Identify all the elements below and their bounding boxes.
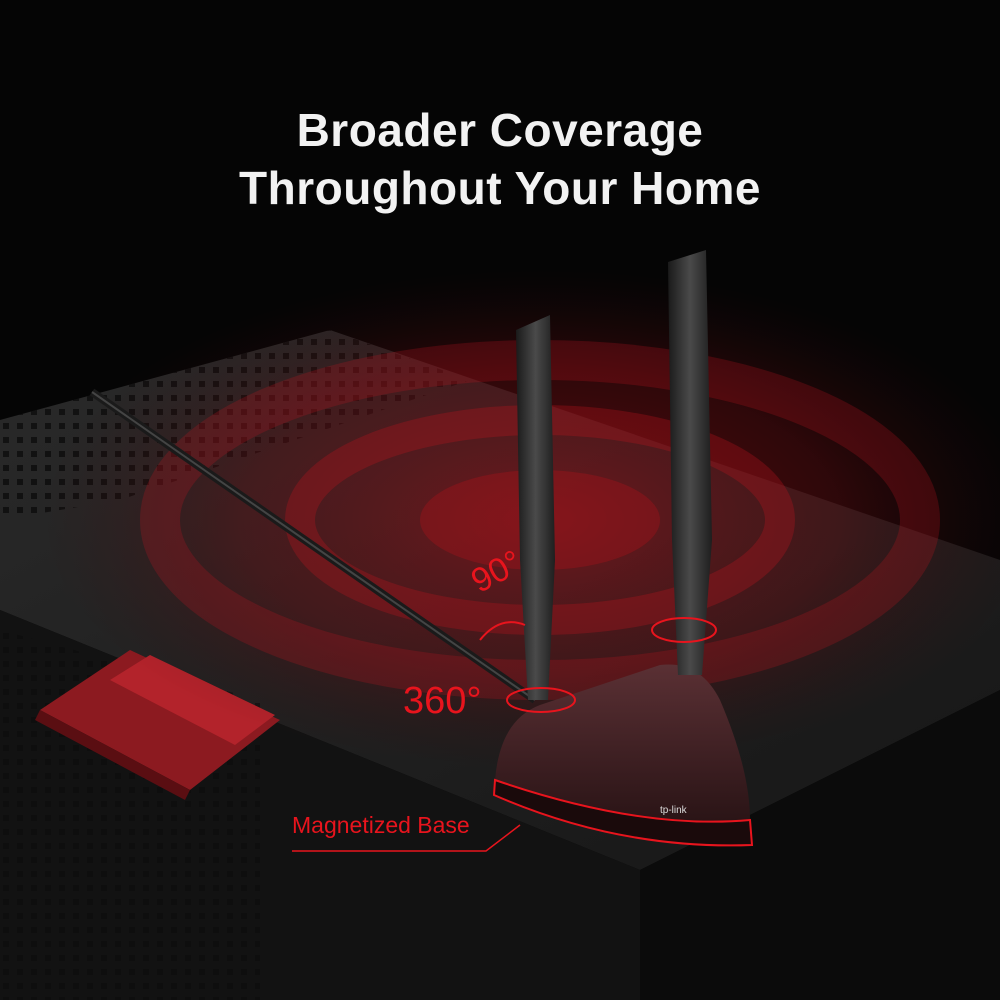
magnetic-base: tp-link xyxy=(492,664,754,847)
tilt-arc-icon xyxy=(479,621,526,641)
callout-leader-line xyxy=(292,824,521,852)
antenna-short xyxy=(506,315,576,713)
rotate-callout: 360° xyxy=(403,680,482,722)
pcie-wifi-card xyxy=(35,650,280,800)
antenna-tall xyxy=(651,250,717,675)
rotate-ring-icon xyxy=(651,617,717,643)
antenna-cable xyxy=(89,388,538,704)
headline-line-2: Throughout Your Home xyxy=(239,162,761,214)
headline-line-1: Broader Coverage xyxy=(296,104,704,156)
rotate-ring-icon xyxy=(506,687,576,713)
brand-logo: tp-link xyxy=(660,805,688,816)
base-callout: Magnetized Base xyxy=(292,812,470,838)
header-band xyxy=(0,0,1000,225)
